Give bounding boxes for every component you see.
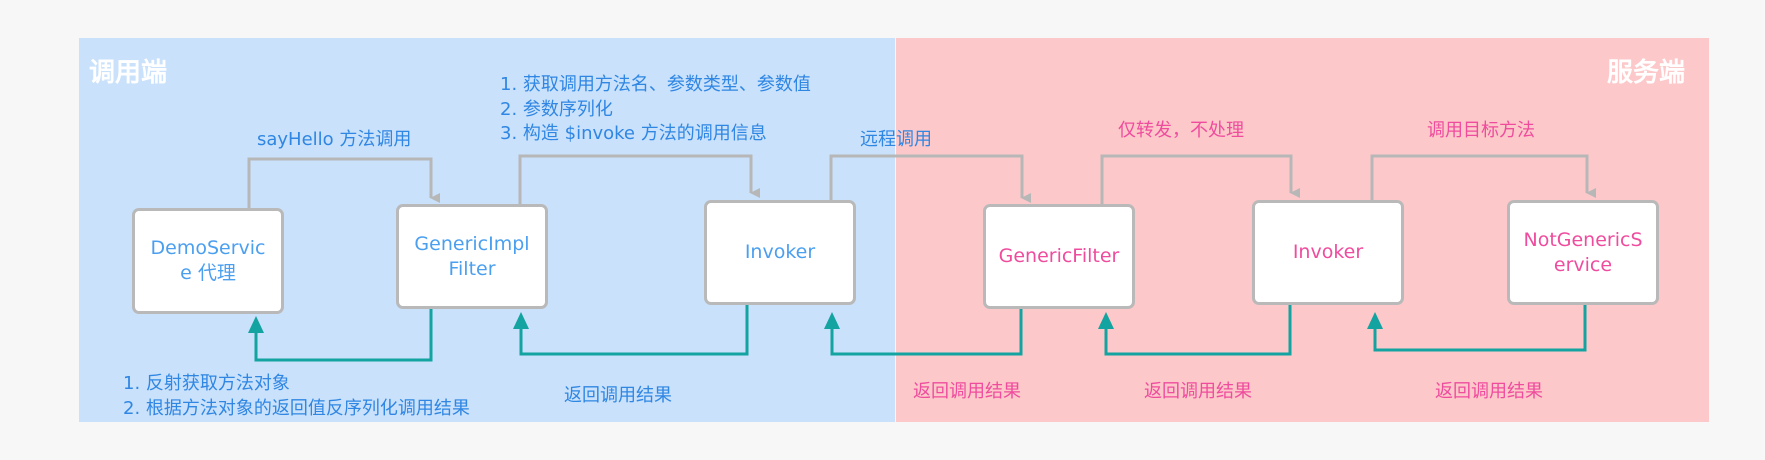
- call-arrow-proxy-to-implfilter: [247, 157, 440, 208]
- impl-filter-step-1: 1. 获取调用方法名、参数类型、参数值: [500, 74, 811, 95]
- return-label-service: 返回调用结果: [1435, 381, 1543, 402]
- return-line-invoker-to-genericfilter: [1104, 305, 1292, 356]
- call-arrow-genericfilter-to-invoker: [1100, 154, 1300, 205]
- impl-filter-step-2: 2. 参数序列化: [500, 99, 613, 120]
- impl-filter-step-3: 3. 构造 $invoke 方法的调用信息: [500, 123, 767, 144]
- forward-only-label: 仅转发，不处理: [1118, 120, 1244, 141]
- return-line-implfilter-to-proxy: [254, 309, 433, 362]
- not-generic-service-node: NotGenericS ervice: [1507, 200, 1659, 305]
- return-label-generic-filter: 返回调用结果: [913, 381, 1021, 402]
- server-zone-title: 服务端: [1606, 58, 1685, 88]
- generic-filter-node: GenericFilter: [983, 204, 1135, 309]
- say-hello-call-label: sayHello 方法调用: [257, 129, 412, 150]
- client-invoker-node: Invoker: [704, 200, 856, 305]
- call-arrow-invoker-to-service: [1370, 154, 1596, 201]
- return-line-invoker-to-implfilter: [519, 305, 749, 356]
- return-label-client: 返回调用结果: [564, 385, 672, 406]
- proxy-step-2: 2. 根据方法对象的返回值反序列化调用结果: [123, 398, 470, 419]
- call-target-label: 调用目标方法: [1427, 120, 1535, 141]
- remote-call-label: 远程调用: [860, 129, 932, 150]
- server-invoker-node: Invoker: [1252, 200, 1404, 305]
- return-line-genericfilter-to-invoker: [830, 309, 1023, 356]
- demo-service-proxy-node: DemoServic e 代理: [132, 208, 284, 314]
- call-arrow-implfilter-to-invoker: [518, 154, 760, 205]
- return-arrowhead-proxy: [248, 316, 264, 333]
- return-arrowhead-server-invoker: [1367, 312, 1383, 329]
- return-line-service-to-invoker: [1373, 305, 1587, 352]
- return-arrowhead-client-invoker: [824, 312, 840, 329]
- call-arrow-invoker-to-genericfilter: [829, 154, 1031, 203]
- return-arrowhead-implfilter: [513, 312, 529, 329]
- proxy-step-1: 1. 反射获取方法对象: [123, 373, 290, 394]
- generic-impl-filter-node: GenericImpl Filter: [396, 204, 548, 309]
- return-arrowhead-genericfilter: [1098, 312, 1114, 329]
- client-zone-title: 调用端: [89, 58, 168, 88]
- return-label-server-invoker: 返回调用结果: [1144, 381, 1252, 402]
